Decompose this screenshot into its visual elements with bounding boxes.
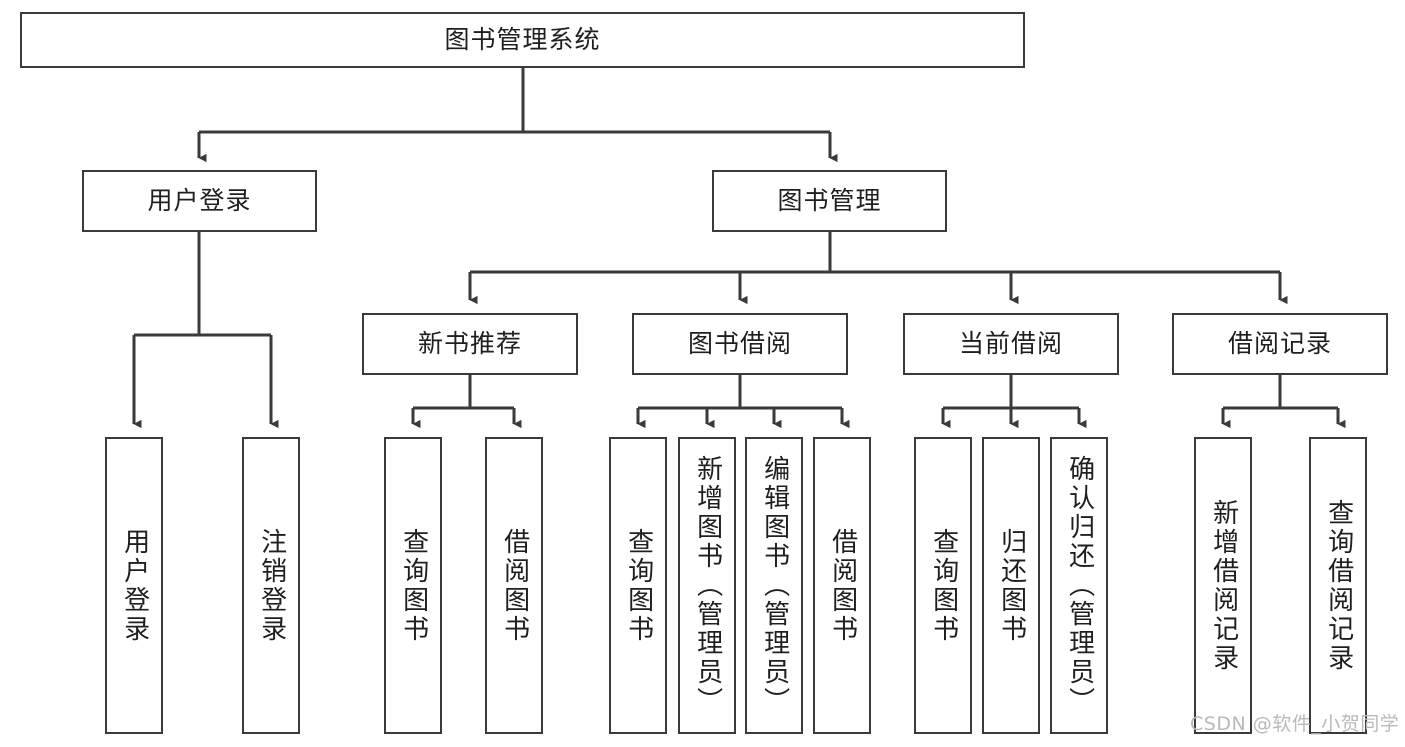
node-current-borrow-label: 当前借阅 <box>958 329 1063 359</box>
leaf-borrow-record-1[interactable]: 查询借阅记录 <box>1309 437 1367 734</box>
leaf-current-borrow-1[interactable]: 归还图书 <box>982 437 1040 734</box>
leaf-new-book-recommend-0[interactable]: 查询图书 <box>384 437 442 734</box>
watermark: CSDN @软件_小贺同学 <box>1190 713 1400 735</box>
leaf-borrow-record-0[interactable]: 新增借阅记录 <box>1194 437 1252 734</box>
leaf-label: 查询图书 <box>928 527 959 644</box>
leaf-book-borrow-3[interactable]: 借阅图书 <box>813 437 871 734</box>
leaf-label: 编辑图书（管理员） <box>759 455 790 716</box>
leaf-label: 新增借阅记录 <box>1208 498 1239 673</box>
leaf-label: 查询图书 <box>398 527 429 644</box>
leaf-book-borrow-2[interactable]: 编辑图书（管理员） <box>745 437 803 734</box>
leaf-label: 用户登录 <box>119 527 150 644</box>
node-root[interactable]: 图书管理系统 <box>20 12 1025 68</box>
leaf-user-login-1[interactable]: 注销登录 <box>242 437 300 734</box>
node-book-management-label: 图书管理 <box>777 186 882 216</box>
node-new-book-recommend-label: 新书推荐 <box>417 329 522 359</box>
leaf-label: 注销登录 <box>256 527 287 644</box>
leaf-label: 借阅图书 <box>827 527 858 644</box>
node-book-borrow[interactable]: 图书借阅 <box>632 313 848 375</box>
node-borrow-record[interactable]: 借阅记录 <box>1172 313 1388 375</box>
node-borrow-record-label: 借阅记录 <box>1227 329 1332 359</box>
node-root-label: 图书管理系统 <box>444 25 601 55</box>
leaf-label: 借阅图书 <box>499 527 530 644</box>
node-user-login-label: 用户登录 <box>147 186 252 216</box>
leaf-new-book-recommend-1[interactable]: 借阅图书 <box>485 437 543 734</box>
node-new-book-recommend[interactable]: 新书推荐 <box>362 313 578 375</box>
leaf-label: 查询图书 <box>623 527 654 644</box>
leaf-book-borrow-0[interactable]: 查询图书 <box>609 437 667 734</box>
leaf-label: 确认归还（管理员） <box>1064 455 1095 716</box>
node-book-management[interactable]: 图书管理 <box>712 170 947 232</box>
leaf-label: 新增图书（管理员） <box>692 455 723 716</box>
leaf-label: 归还图书 <box>996 527 1027 644</box>
leaf-book-borrow-1[interactable]: 新增图书（管理员） <box>678 437 736 734</box>
node-book-borrow-label: 图书借阅 <box>687 329 792 359</box>
leaf-label: 查询借阅记录 <box>1323 498 1354 673</box>
node-user-login[interactable]: 用户登录 <box>82 170 317 232</box>
node-current-borrow[interactable]: 当前借阅 <box>903 313 1119 375</box>
leaf-user-login-0[interactable]: 用户登录 <box>105 437 163 734</box>
leaf-current-borrow-2[interactable]: 确认归还（管理员） <box>1050 437 1108 734</box>
leaf-current-borrow-0[interactable]: 查询图书 <box>914 437 972 734</box>
